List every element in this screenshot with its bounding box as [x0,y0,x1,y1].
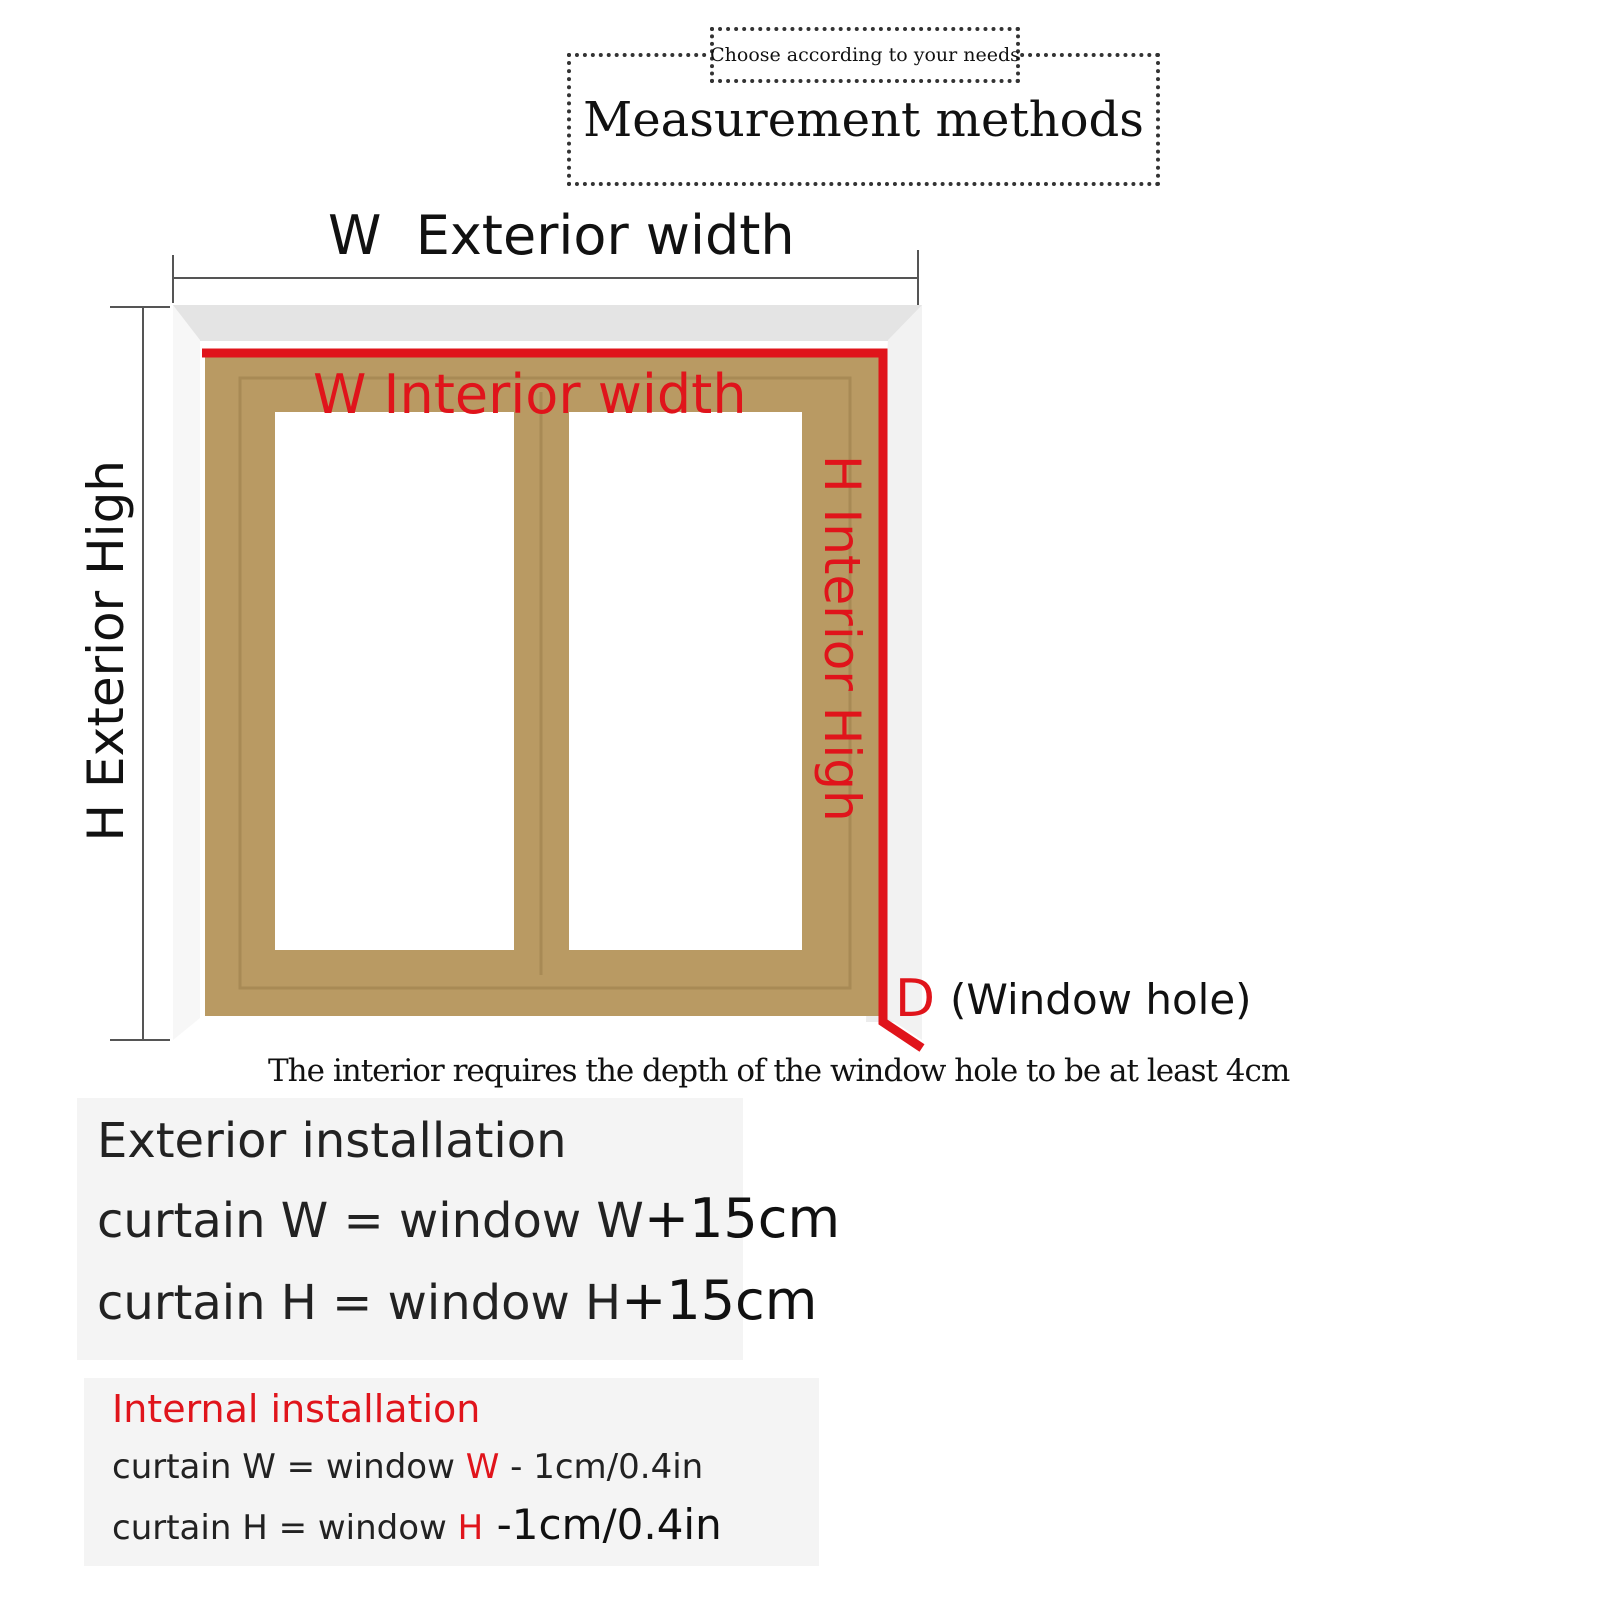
exterior-width-text: curtain W = window W [97,1193,644,1249]
exterior-title: Exterior installation [97,1113,567,1169]
window-pane-left [275,412,514,950]
internal-width-formula: curtain W = window W - 1cm/0.4in [112,1444,703,1490]
exterior-height-label: H Exterior High [77,460,135,842]
interior-height-label: H Interior High [813,455,871,822]
exterior-height-text: curtain H = window H [97,1275,622,1331]
subtitle-tab: Choose according to your needs [710,27,1020,83]
depth-label: (Window hole) [950,975,1252,1024]
exterior-height-add: +15cm [621,1269,818,1332]
internal-width-letter: W [465,1447,500,1487]
exterior-height-formula: curtain H = window H+15cm [97,1270,817,1334]
internal-height-letter: H [457,1508,484,1548]
exterior-installation-panel: Exterior installation curtain W = window… [77,1098,840,1360]
interior-width-label: W Interior width [313,363,747,426]
subtitle-text: Choose according to your needs [710,44,1020,66]
internal-height-formula: curtain H = window H -1cm/0.4in [112,1502,722,1551]
recess-right [888,305,922,1040]
internal-height-suffix: -1cm/0.4in [483,1500,722,1549]
window-pane-right [569,412,802,950]
exterior-width-label: W Exterior width [328,204,795,267]
page-title: Measurement methods [583,92,1144,148]
recess-left [173,305,200,1040]
depth-note: The interior requires the depth of the w… [268,1053,1290,1089]
depth-letter: D [895,969,936,1029]
interior-measure-line [202,348,925,1052]
recess-top [173,305,922,341]
internal-width-prefix: curtain W = window [112,1447,466,1487]
exterior-width-formula: curtain W = window W+15cm [97,1188,840,1252]
internal-width-suffix: - 1cm/0.4in [499,1447,704,1487]
internal-height-prefix: curtain H = window [112,1508,458,1548]
frame-inner-edge [238,376,852,990]
internal-title: Internal installation [112,1387,481,1431]
internal-installation-panel: Internal installation curtain W = window… [84,1378,819,1566]
exterior-width-add: +15cm [643,1187,841,1250]
